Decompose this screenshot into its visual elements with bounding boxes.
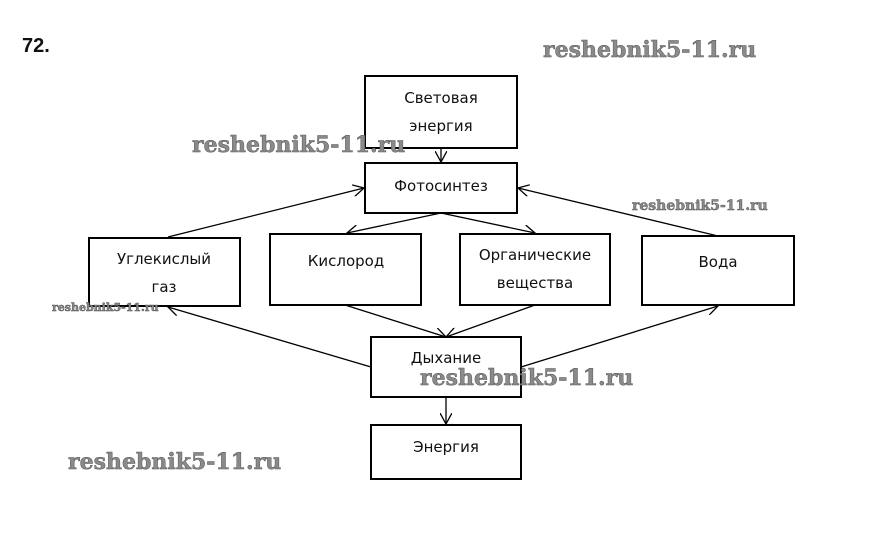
watermark: reshebnik5-11.ru [192, 132, 405, 158]
node-label: Энергия [413, 438, 479, 456]
node-label: Вода [698, 253, 737, 271]
arrow-respiration-to-water [520, 306, 718, 368]
node-label: Фотосинтез [394, 177, 488, 195]
watermark: reshebnik5-11.ru [420, 365, 633, 391]
node-water: Вода [641, 235, 795, 306]
arrow-organic-to-respiration [446, 304, 536, 337]
node-respiration: Дыхание [370, 336, 522, 398]
node-label: Световая [404, 89, 478, 107]
problem-number: 72. [22, 35, 50, 57]
arrow-co2-to-photosynthesis [167, 188, 364, 238]
node-energy: Энергия [370, 424, 522, 480]
arrow-oxygen-to-respiration [344, 304, 446, 337]
node-oxygen: Кислород [269, 233, 422, 306]
node-label: газ [151, 278, 176, 296]
node-photosynthesis: Фотосинтез [364, 162, 518, 214]
watermark: reshebnik5-11.ru [52, 301, 159, 314]
arrow-photosynthesis-to-organic [440, 212, 535, 233]
arrow-photosynthesis-to-oxygen [347, 212, 442, 233]
watermarks: reshebnik5-11.ru reshebnik5-11.ru resheb… [52, 37, 768, 476]
node-label: Углекислый [117, 250, 211, 268]
node-label: Органические [479, 246, 591, 264]
node-label: Дыхание [411, 349, 481, 367]
node-label: энергия [409, 117, 472, 135]
node-label: вещества [497, 274, 573, 292]
arrows [168, 148, 718, 424]
arrow-water-to-photosynthesis [518, 188, 719, 237]
node-label: Кислород [308, 252, 384, 270]
node-co2: Углекислый газ [88, 237, 241, 307]
node-organic: Органические вещества [459, 233, 611, 306]
watermark: reshebnik5-11.ru [632, 198, 768, 214]
arrow-respiration-to-co2 [168, 307, 372, 368]
watermark: reshebnik5-11.ru [543, 37, 756, 63]
node-light-energy: Световая энергия [364, 75, 518, 149]
watermark: reshebnik5-11.ru [68, 449, 281, 475]
